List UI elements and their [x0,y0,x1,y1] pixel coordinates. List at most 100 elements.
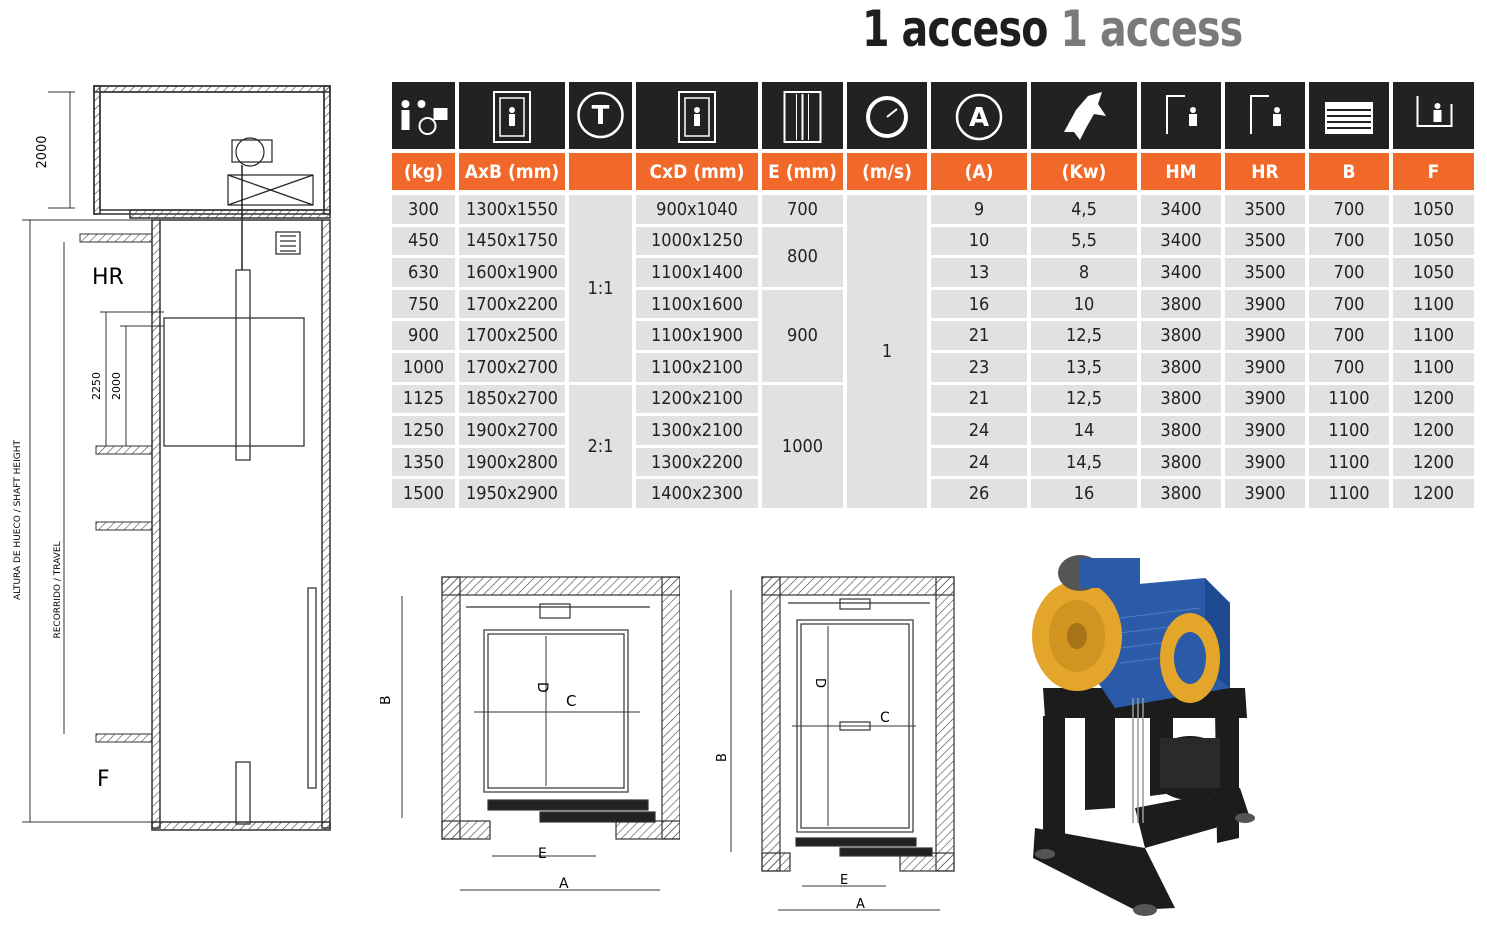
table-cell: 1700x2200 [459,289,565,319]
table-merged-cell: 1000 [762,384,843,508]
table-cell: 1100 [1309,447,1389,477]
table-cell: 700 [1309,289,1389,319]
table-cell: 13 [931,258,1027,287]
table-cell: 1900x2800 [459,447,565,477]
table-cell: 1900x2700 [459,416,565,445]
table-cell: 14 [1031,416,1137,445]
table-header-cell [1309,82,1389,149]
table-cell: 1100 [1309,416,1389,445]
table-cell: 3800 [1141,447,1221,477]
table-cell: 12,5 [1031,321,1137,350]
table-merged-cell: 1 [847,195,927,508]
table-unit-cell: F [1393,153,1474,190]
table-cell: 24 [931,447,1027,477]
hr-height-icon [1250,95,1281,134]
plan-right-d: D [812,678,827,688]
persons-wheelchair-icon [401,100,448,135]
table-cell: 3400 [1141,195,1221,224]
table-cell: 1700x2700 [459,353,565,382]
table-cell: 1950x2900 [459,479,565,508]
table-cell: 3800 [1141,321,1221,350]
ampere-a-icon: A [955,93,1003,141]
table-cell: 4,5 [1031,195,1137,224]
plan-right-a: A [856,897,865,912]
table-header-cell [762,82,843,149]
plan-left-a: A [559,876,569,892]
table-cell: 3900 [1225,416,1305,445]
table-merged-cell: 2:1 [569,384,632,508]
plan-left-b: B [380,695,394,705]
table-cell: 700 [1309,195,1389,224]
table-cell: 1500 [392,479,455,508]
table-unit-cell: B [1309,153,1389,190]
table-cell: 3500 [1225,195,1305,224]
table-merged-cell: 900 [762,289,843,382]
table-cell: 450 [392,226,455,256]
table-cell: 1200x2100 [636,384,758,414]
cabin-cd-icon [678,91,716,143]
table-cell: 12,5 [1031,384,1137,414]
table-cell: 3900 [1225,384,1305,414]
table-cell: 3400 [1141,258,1221,287]
table-cell: 1450x1750 [459,226,565,256]
table-unit-cell: (kg) [392,153,455,190]
table-cell: 1300x2100 [636,416,758,445]
table-cell: 1200 [1393,416,1474,445]
plan-right-e: E [840,873,848,888]
shaft-walls [151,219,331,831]
table-cell: 750 [392,289,455,319]
table-cell: 3800 [1141,384,1221,414]
machine-room [93,85,331,219]
table-cell: 3900 [1225,479,1305,508]
table-cell: 1850x2700 [459,384,565,414]
hm-height-icon [1166,95,1197,134]
plan-right-b: B [715,753,730,762]
table-cell: 1100 [1309,384,1389,414]
table-cell: 700 [1309,258,1389,287]
table-cell: 3900 [1225,289,1305,319]
table-cell: 1200 [1393,384,1474,414]
table-cell: 3500 [1225,226,1305,256]
plan-left-c: C [566,692,576,710]
table-merged-cell: 700 [762,195,843,224]
travel-label: RECORRIDO / TRAVEL [53,541,63,638]
top-dimension-label: 2000 [35,135,50,168]
table-cell: 630 [392,258,455,287]
table-cell: 16 [931,289,1027,319]
table-cell: 3800 [1141,479,1221,508]
table-cell: 3900 [1225,447,1305,477]
table-unit-cell: (Kw) [1031,153,1137,190]
traction-motor-image [1032,555,1255,916]
table-cell: 1000 [392,353,455,382]
plan-left-d: D [534,682,550,693]
cabin-and-rail [163,231,317,825]
dimension-lines [22,91,164,823]
table-unit-cell: (A) [931,153,1027,190]
table-unit-cell: AxB (mm) [459,153,565,190]
table-cell: 10 [931,226,1027,256]
table-cell: 13,5 [1031,353,1137,382]
table-merged-cell: 1:1 [569,195,632,382]
plan-view-right: D C B E A [715,576,955,912]
table-header-cell [459,82,565,149]
table-cell: 26 [931,479,1027,508]
speedometer-icon [866,96,908,138]
a-header-label: A [969,103,989,133]
table-cell: 1100 [1393,353,1474,382]
shaft-elevation-drawing: 2000 HR F 2250 2000 ALTURA DE HUECO / SH… [13,85,331,831]
table-cell: 23 [931,353,1027,382]
table-cell: 5,5 [1031,226,1137,256]
table-cell: 300 [392,195,455,224]
table-cell: 3800 [1141,289,1221,319]
table-cell: 10 [1031,289,1137,319]
t-header-label: T [592,101,610,131]
table-cell: 1100x1900 [636,321,758,350]
table-cell: 900x1040 [636,195,758,224]
traction-machine [227,137,314,270]
table-header-cell [1141,82,1221,149]
table-unit-cell [569,153,632,190]
door-dim-inner-label: 2000 [110,372,123,400]
plan-view-left: D C B E A [380,576,680,892]
table-cell: 1200 [1393,479,1474,508]
page-title: 1 acceso 1 access [862,0,1408,60]
